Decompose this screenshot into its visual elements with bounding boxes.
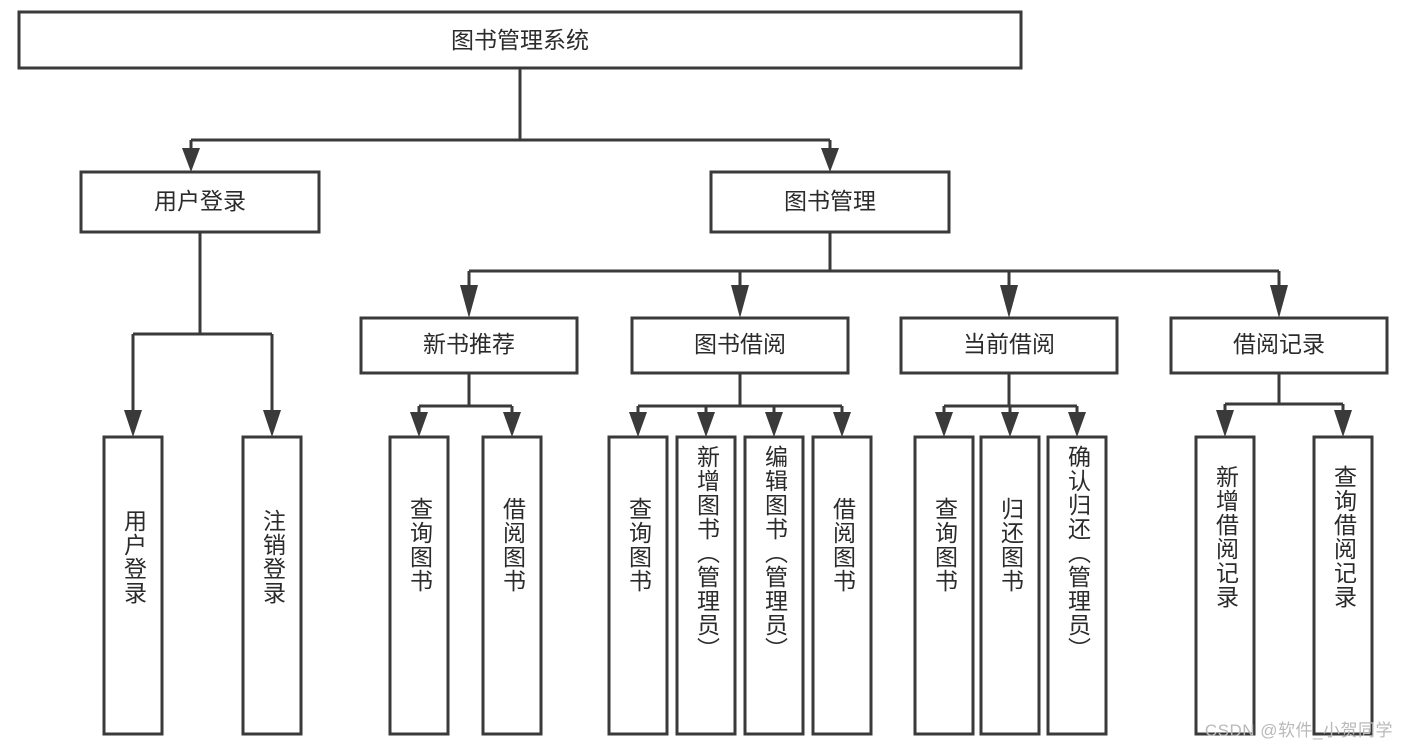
node-book-borrow-box[interactable] <box>630 316 850 375</box>
arrow-borrow-leaf1 <box>629 412 647 437</box>
arrow-borrow-leaf4 <box>833 412 851 437</box>
arrow-new-leaf1 <box>410 412 428 437</box>
node-new-book-recommend[interactable]: 新书推荐 <box>359 316 579 375</box>
leaf-box-borrow-record-0[interactable] <box>1194 435 1256 736</box>
node-borrow-record-box[interactable] <box>1169 316 1389 375</box>
node-book-manage-label: 图书管理 <box>784 188 876 214</box>
leaf-box-borrow-record-1[interactable] <box>1312 435 1374 736</box>
node-current-borrow[interactable]: 当前借阅 <box>899 316 1119 375</box>
arrow-record-leaf2 <box>1334 410 1352 437</box>
leaf-box-book-borrow-3[interactable] <box>811 435 873 736</box>
node-new-book-recommend-box[interactable] <box>359 316 579 375</box>
node-borrow-record-label: 借阅记录 <box>1233 331 1325 357</box>
leaf-box-user-login-1[interactable] <box>241 435 303 736</box>
arrow-current-leaf3 <box>1068 412 1086 437</box>
leaf-box-new-book-0[interactable] <box>388 435 450 736</box>
node-book-manage[interactable]: 图书管理 <box>709 170 951 234</box>
node-user-login[interactable]: 用户登录 <box>79 170 321 234</box>
arrow-book-to-record <box>1270 285 1288 318</box>
arrow-book-to-borrow <box>731 285 749 318</box>
arrow-new-leaf2 <box>503 412 521 437</box>
leaf-box-current-borrow-1[interactable] <box>979 435 1041 736</box>
leaf-box-book-borrow-0[interactable] <box>607 435 669 736</box>
node-book-borrow-label: 图书借阅 <box>694 331 786 357</box>
node-borrow-record[interactable]: 借阅记录 <box>1169 316 1389 375</box>
node-root[interactable]: 图书管理系统 <box>17 10 1023 70</box>
leaf-box-book-borrow-1[interactable] <box>675 435 737 736</box>
arrow-user-leaf2 <box>263 410 281 437</box>
node-root-label: 图书管理系统 <box>451 27 589 53</box>
watermark: CSDN @软件_小贺同学 <box>1204 721 1393 740</box>
arrow-root-to-user <box>182 148 200 172</box>
node-new-book-recommend-label: 新书推荐 <box>423 331 515 357</box>
node-book-manage-box[interactable] <box>709 170 951 234</box>
node-current-borrow-label: 当前借阅 <box>963 331 1055 357</box>
leaf-box-user-login-0[interactable] <box>102 435 164 736</box>
arrow-current-leaf1 <box>935 412 953 437</box>
leaf-box-current-borrow-0[interactable] <box>913 435 975 736</box>
arrow-book-to-current <box>1000 285 1018 318</box>
leaf-box-new-book-1[interactable] <box>481 435 543 736</box>
arrow-current-leaf2 <box>1001 412 1019 437</box>
arrow-borrow-leaf3 <box>765 412 783 437</box>
arrow-user-leaf1 <box>124 410 142 437</box>
leaf-box-book-borrow-2[interactable] <box>743 435 805 736</box>
node-root-box[interactable] <box>17 10 1023 70</box>
node-user-login-label: 用户登录 <box>154 188 246 214</box>
arrow-record-leaf1 <box>1216 410 1234 437</box>
arrow-borrow-leaf2 <box>697 412 715 437</box>
arrow-book-to-new <box>460 285 478 318</box>
node-current-borrow-box[interactable] <box>899 316 1119 375</box>
node-book-borrow[interactable]: 图书借阅 <box>630 316 850 375</box>
leaf-box-current-borrow-2[interactable] <box>1046 435 1108 736</box>
arrow-root-to-book <box>821 148 839 172</box>
